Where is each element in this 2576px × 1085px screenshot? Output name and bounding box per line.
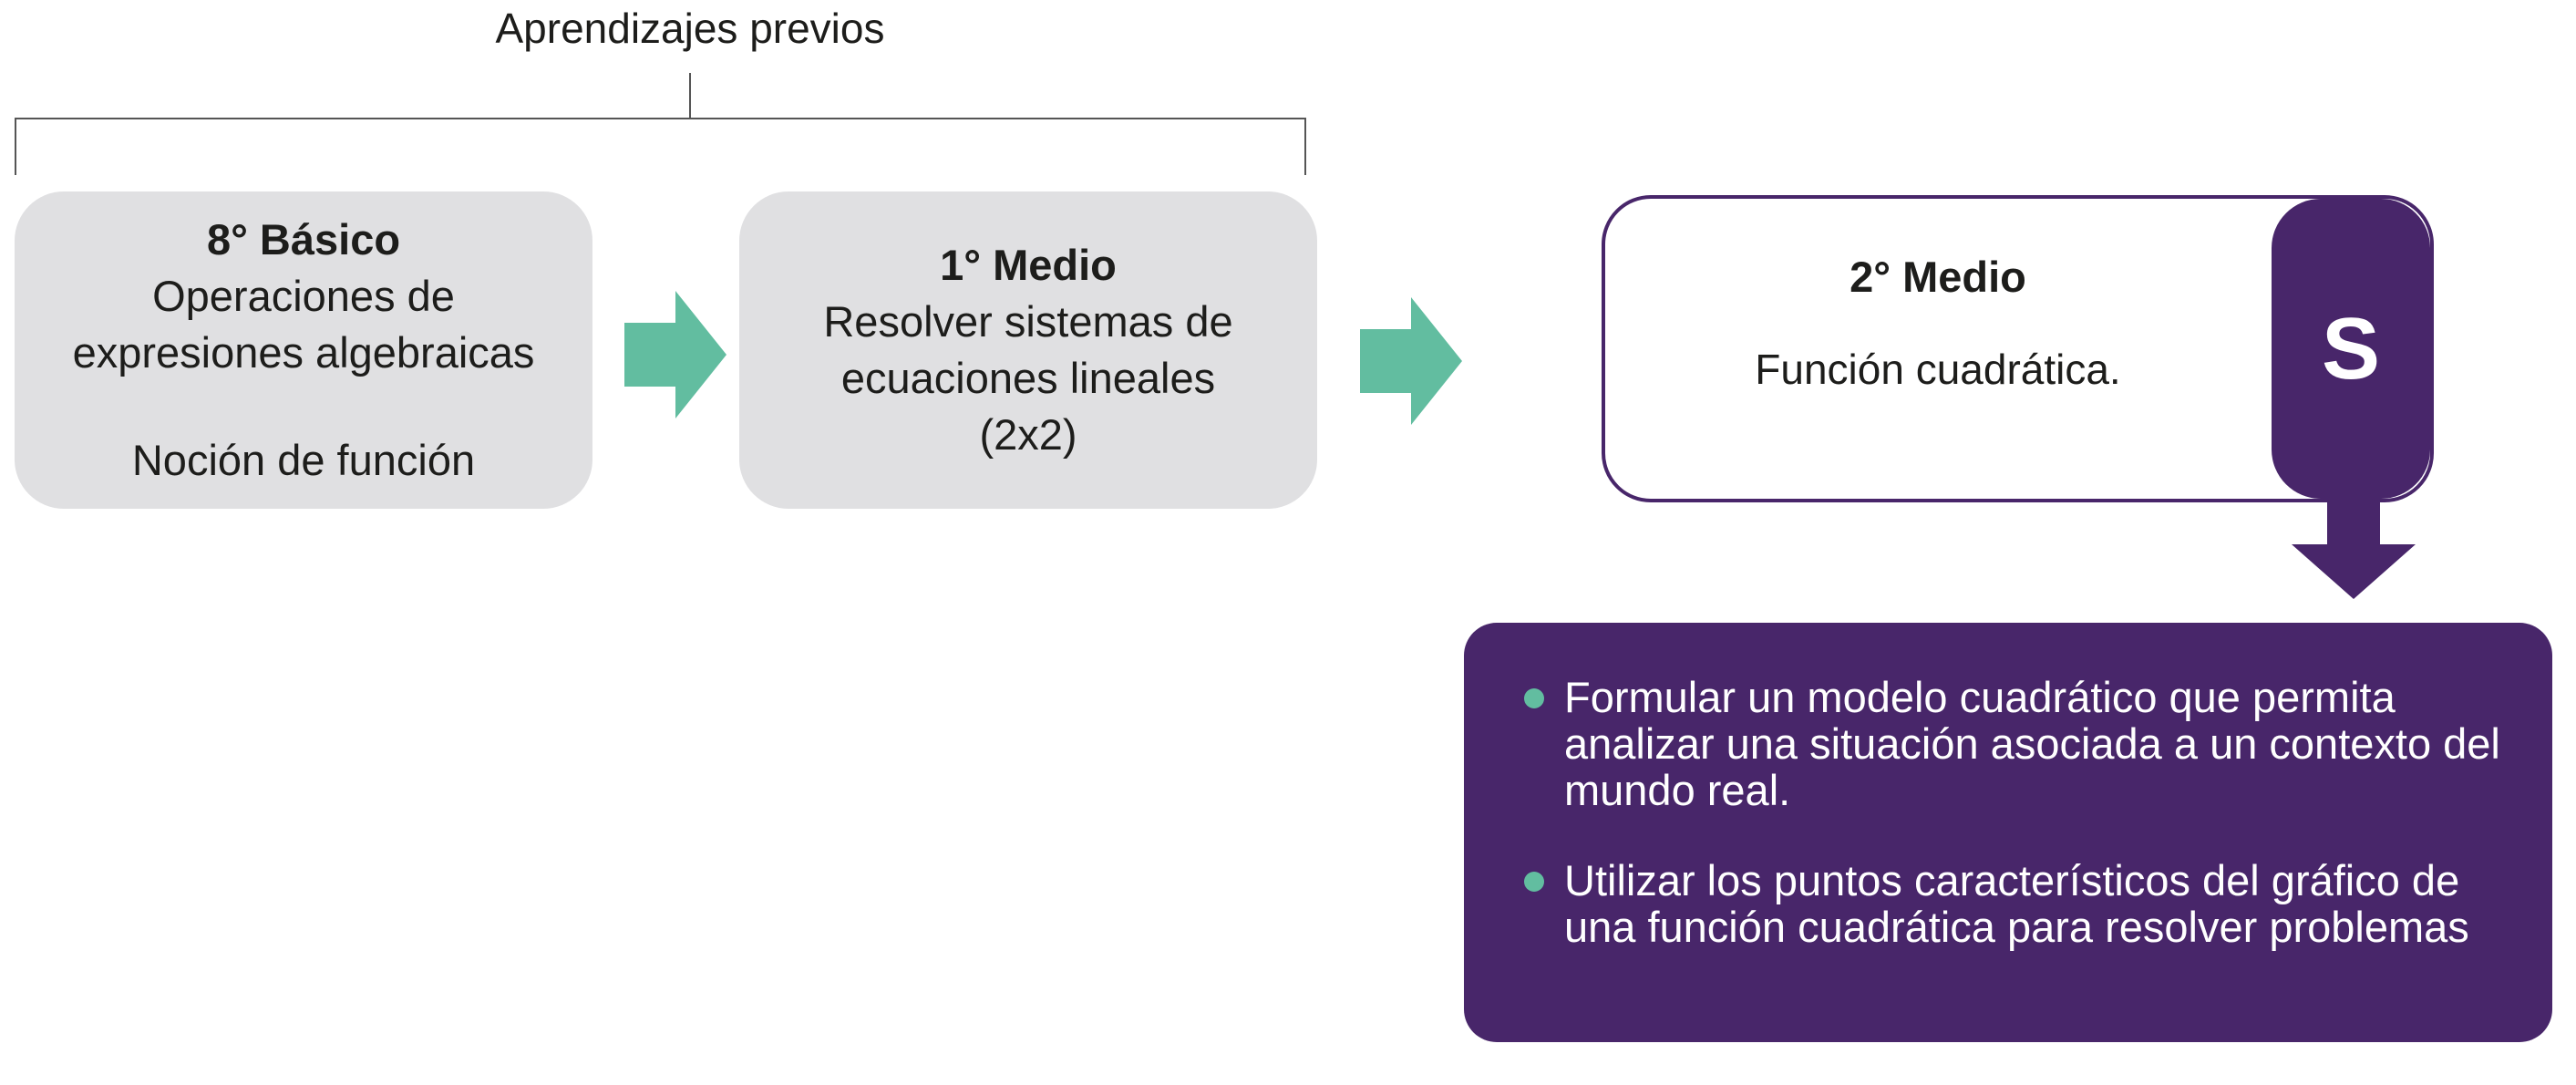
objective-item: Formular un modelo cuadrático que permit… [1524,673,2521,814]
arrow-down-icon [2292,497,2416,599]
step-text: Función cuadrática. [1755,346,2121,393]
learning-objectives-panel: Formular un modelo cuadrático que permit… [1464,623,2552,1042]
arrow-right-icon [624,291,726,418]
bracket-stem [689,73,691,119]
step-text: expresiones algebraicas [72,328,535,377]
objective-item: Utilizar los puntos característicos del … [1524,856,2521,951]
objective-text: Utilizar los puntos característicos del … [1564,856,2469,951]
arrow-right-icon [1360,297,1462,425]
step-text: (2x2) [979,410,1077,459]
step-text: Noción de función [131,436,476,484]
step-level: 8° Básico [206,215,401,264]
bullet-icon [1524,688,1544,708]
step-text: Operaciones de [152,272,455,320]
bracket-left [15,118,16,175]
step-1-medio: 1° Medio Resolver sistemas de ecuaciones… [739,191,1317,509]
step-text: ecuaciones lineales [840,354,1216,402]
step-2-medio: 2° Medio Función cuadrática. S [1602,195,2434,502]
prior-learning-title: Aprendizajes previos [495,5,885,52]
step-level: 1° Medio [940,241,1117,289]
step-text: Resolver sistemas de [823,297,1233,346]
objective-text: Formular un modelo cuadrático que permit… [1564,673,2500,814]
step-level: 2° Medio [1850,253,2026,301]
bullet-icon [1524,872,1544,892]
bracket-right [1304,118,1306,175]
step-8-basico: 8° Básico Operaciones de expresiones alg… [15,191,592,509]
bracket-bar [15,118,1306,119]
s-badge: S [2272,199,2430,499]
